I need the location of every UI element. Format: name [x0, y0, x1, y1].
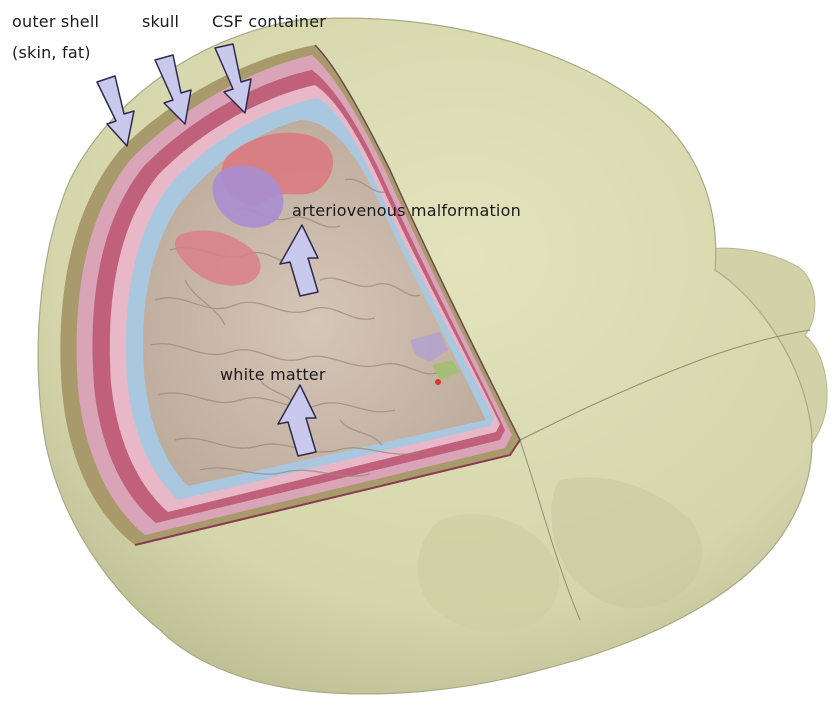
label-skull: skull — [142, 12, 179, 32]
label-csf-container: CSF container — [212, 12, 326, 32]
label-outer-shell: outer shell — [12, 12, 99, 32]
label-white-matter: white matter — [220, 365, 326, 385]
label-outer-shell-detail: (skin, fat) — [12, 43, 91, 63]
label-arteriovenous-malformation: arteriovenous malformation — [292, 201, 521, 221]
